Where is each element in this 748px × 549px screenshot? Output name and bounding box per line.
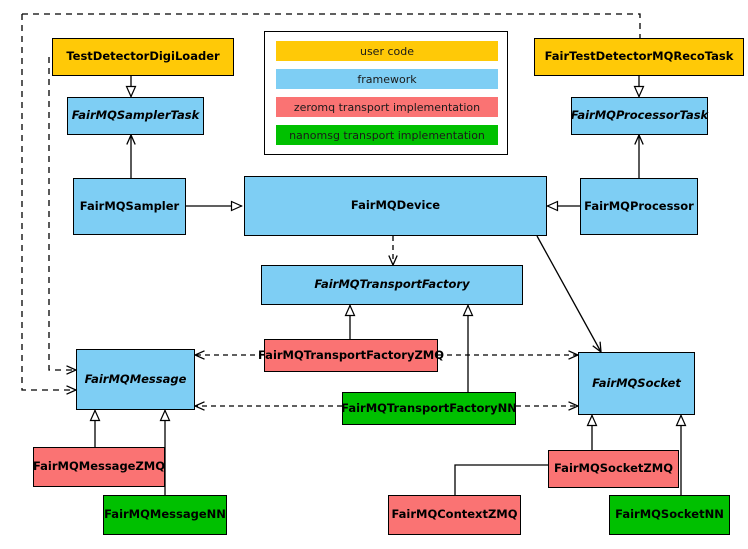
class-node-fairmq-transport-factory[interactable]: FairMQTransportFactory: [261, 265, 523, 305]
class-node-fairmq-sampler-task[interactable]: FairMQSamplerTask: [67, 97, 204, 135]
class-node-fairmq-context-zmq[interactable]: FairMQContextZMQ: [388, 495, 521, 535]
legend-label: framework: [357, 72, 417, 86]
legend-item-framework: framework: [276, 69, 498, 89]
class-node-fairmq-processor[interactable]: FairMQProcessor: [580, 178, 698, 235]
legend-label: nanomsg transport implementation: [289, 128, 485, 142]
class-node-test-detector-digi-loader[interactable]: TestDetectorDigiLoader: [52, 38, 234, 76]
class-node-fairmq-transport-factory-nn[interactable]: FairMQTransportFactoryNN: [341, 392, 517, 425]
class-node-fairmq-message-zmq[interactable]: FairMQMessageZMQ: [33, 447, 165, 487]
legend-item-zeromq: zeromq transport implementation: [276, 97, 498, 117]
class-node-fairmq-processor-task[interactable]: FairMQProcessorTask: [571, 97, 708, 135]
legend-label: user code: [359, 44, 415, 58]
class-node-fairmq-sampler[interactable]: FairMQSampler: [73, 178, 186, 235]
legend-item-nanomsg: nanomsg transport implementation: [276, 125, 498, 145]
class-node-fairmq-socket-nn[interactable]: FairMQSocketNN: [609, 495, 730, 535]
class-node-fairmq-socket-zmq[interactable]: FairMQSocketZMQ: [548, 450, 679, 488]
class-node-fairmq-device[interactable]: FairMQDevice: [244, 176, 547, 236]
legend: user code framework zeromq transport imp…: [264, 31, 508, 155]
class-node-fairmq-socket[interactable]: FairMQSocket: [578, 352, 695, 415]
class-node-fairmq-message-nn[interactable]: FairMQMessageNN: [103, 495, 227, 535]
legend-label: zeromq transport implementation: [293, 100, 481, 114]
class-node-fairmq-message[interactable]: FairMQMessage: [76, 349, 195, 410]
class-node-fairmq-transport-factory-zmq[interactable]: FairMQTransportFactoryZMQ: [258, 339, 444, 372]
legend-item-user-code: user code: [276, 41, 498, 61]
class-node-fair-test-detector-mq-reco-task[interactable]: FairTestDetectorMQRecoTask: [534, 38, 744, 76]
